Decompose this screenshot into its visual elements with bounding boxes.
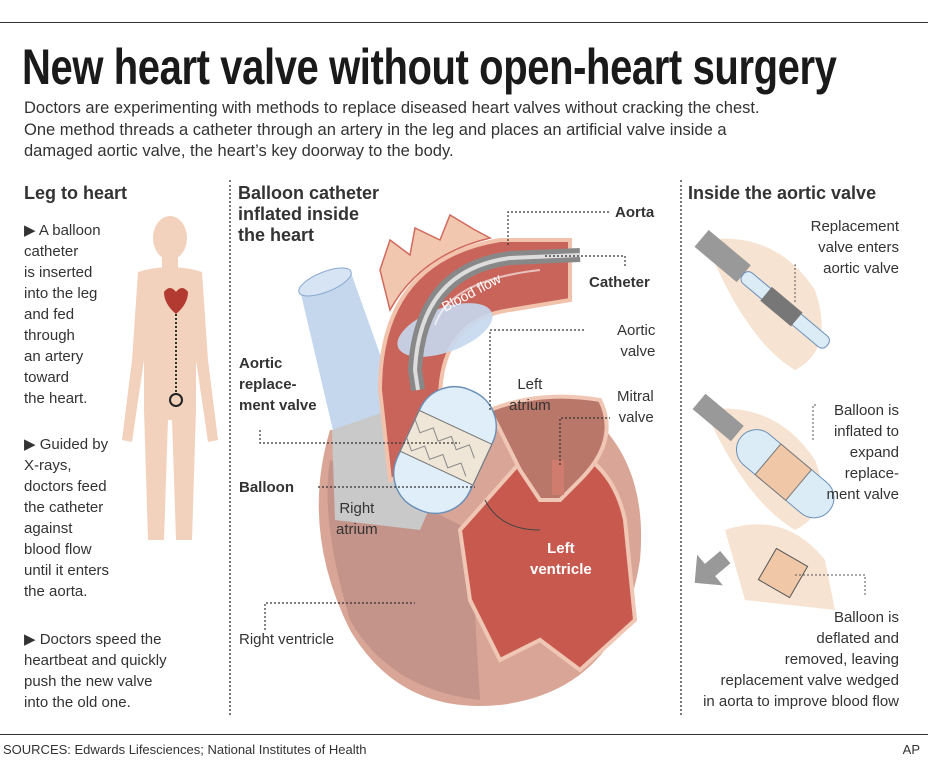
- label-aortic-valve: Aortic valve: [617, 322, 656, 360]
- human-body-illustration: [122, 216, 218, 540]
- sources: SOURCES: Edwards Lifesciences; National …: [3, 742, 367, 757]
- right-heading: Inside the aortic valve: [688, 183, 877, 203]
- label-left-atrium: Left atrium: [509, 376, 551, 414]
- right-step-2: Balloon is inflated to expand replace- m…: [826, 402, 899, 503]
- heart-cross-section-illustration: Blood flow: [259, 211, 642, 707]
- column-divider-right: [680, 180, 682, 715]
- label-balloon: Balloon: [239, 479, 294, 496]
- removal-arrow-icon: [694, 551, 731, 586]
- bottom-rule: [0, 734, 928, 735]
- valve-steps-illustration: [692, 229, 866, 610]
- credit: AP: [902, 742, 920, 757]
- subtitle: Doctors are experimenting with methods t…: [24, 99, 760, 160]
- right-step-1: Replacement valve enters aortic valve: [810, 218, 899, 277]
- column-divider-left: [229, 180, 231, 715]
- page-title: New heart valve without open-heart surge…: [22, 39, 837, 95]
- center-heading: Balloon catheter inflated inside the hea…: [238, 183, 380, 245]
- label-aorta: Aorta: [615, 204, 655, 221]
- left-step-3: ▶ Doctors speed the heartbeat and quickl…: [24, 631, 167, 711]
- left-heading: Leg to heart: [24, 183, 128, 203]
- top-rule: [0, 22, 928, 23]
- right-step-3: Balloon is deflated and removed, leaving…: [703, 609, 899, 710]
- step1-catheter: [694, 229, 830, 349]
- label-aortic-replacement-valve: Aortic replace- ment valve: [239, 355, 317, 414]
- heart-icon: [164, 288, 188, 314]
- label-left-ventricle: Left ventricle: [530, 540, 592, 578]
- label-right-atrium: Right atrium: [336, 500, 378, 538]
- balloon: [393, 385, 497, 515]
- step2-balloon: [692, 393, 835, 519]
- label-right-ventricle: Right ventricle: [239, 631, 335, 648]
- wedged-valve: [757, 547, 809, 599]
- left-step-2: ▶ Guided by X-rays, doctors feed the cat…: [24, 436, 110, 600]
- left-step-1: ▶ A balloon catheter is inserted into th…: [24, 222, 101, 407]
- label-catheter: Catheter: [589, 274, 650, 291]
- label-mitral-valve: Mitral valve: [617, 388, 654, 426]
